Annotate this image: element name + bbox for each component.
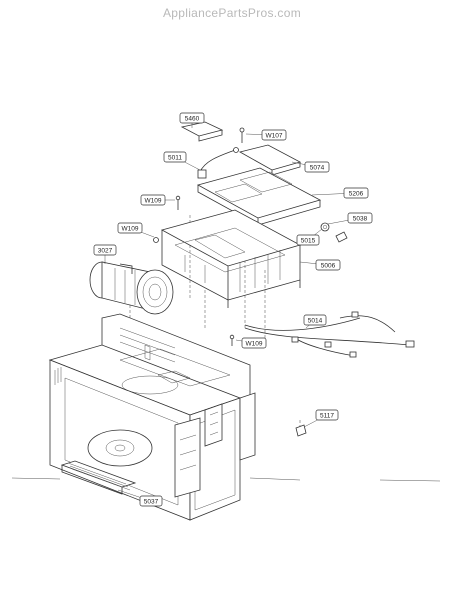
part-5038-5015 — [320, 222, 348, 243]
part-w107-screw — [239, 127, 245, 143]
callout-5006[interactable]: 5006 — [315, 259, 341, 271]
callout-5206[interactable]: 5206 — [343, 187, 369, 199]
part-5011-sensor — [197, 147, 239, 179]
callout-box — [347, 212, 373, 224]
callout-box — [315, 259, 341, 271]
callout-w109[interactable]: W109 — [241, 337, 267, 349]
callout-box — [315, 409, 339, 421]
callout-text: 5074 — [310, 164, 325, 171]
callout-5460[interactable]: 5460 — [179, 112, 205, 124]
scan-artifacts — [11, 477, 441, 482]
part-5037-filter — [60, 460, 137, 495]
part-cavity-housing — [48, 313, 256, 521]
callout-text: 5038 — [353, 215, 368, 222]
part-5074-plate — [238, 144, 302, 176]
callout-box — [163, 151, 187, 163]
callout-text: 3027 — [98, 247, 113, 254]
callout-box — [343, 187, 369, 199]
callout-box — [261, 129, 287, 141]
callout-labels: 5460W107501150745206W109W109503850153027… — [93, 112, 373, 507]
callout-w109[interactable]: W109 — [117, 222, 143, 234]
callout-box — [303, 314, 327, 326]
callout-text: 5015 — [301, 237, 316, 244]
callout-text: 5206 — [349, 190, 364, 197]
callout-5038[interactable]: 5038 — [347, 212, 373, 224]
callout-box — [241, 337, 267, 349]
callout-5015[interactable]: 5015 — [296, 234, 320, 246]
part-5014-harness — [244, 311, 415, 358]
part-5117-clip — [295, 424, 307, 437]
callout-text: 5460 — [185, 115, 200, 122]
callout-text: W107 — [266, 132, 283, 139]
callout-5037[interactable]: 5037 — [139, 495, 163, 507]
part-3027-blower — [89, 261, 174, 315]
callout-w107[interactable]: W107 — [261, 129, 287, 141]
part-w109-screws — [153, 195, 235, 346]
callout-box — [139, 495, 163, 507]
part-5460-bracket — [180, 121, 224, 142]
callout-text: 5011 — [168, 154, 182, 161]
callout-3027[interactable]: 3027 — [93, 244, 117, 256]
callout-box — [304, 161, 330, 173]
callout-box — [93, 244, 117, 256]
callout-text: 5006 — [321, 262, 336, 269]
callout-box — [117, 222, 143, 234]
callout-text: W109 — [145, 197, 162, 204]
callout-box — [179, 112, 205, 124]
callout-text: 5037 — [144, 498, 159, 505]
callout-box — [140, 194, 166, 206]
callout-w109[interactable]: W109 — [140, 194, 166, 206]
callout-text: W109 — [246, 340, 263, 347]
callout-text: 5117 — [320, 412, 334, 419]
callout-5074[interactable]: 5074 — [304, 161, 330, 173]
site-title: AppliancePartsPros.com — [163, 6, 301, 20]
callout-box — [296, 234, 320, 246]
callout-5011[interactable]: 5011 — [163, 151, 187, 163]
part-5206-cover — [196, 167, 322, 226]
callout-text: 5014 — [308, 317, 323, 324]
callout-text: W109 — [122, 225, 139, 232]
callout-5014[interactable]: 5014 — [303, 314, 327, 326]
part-5006-chassis — [160, 209, 302, 308]
callout-5117[interactable]: 5117 — [315, 409, 339, 421]
